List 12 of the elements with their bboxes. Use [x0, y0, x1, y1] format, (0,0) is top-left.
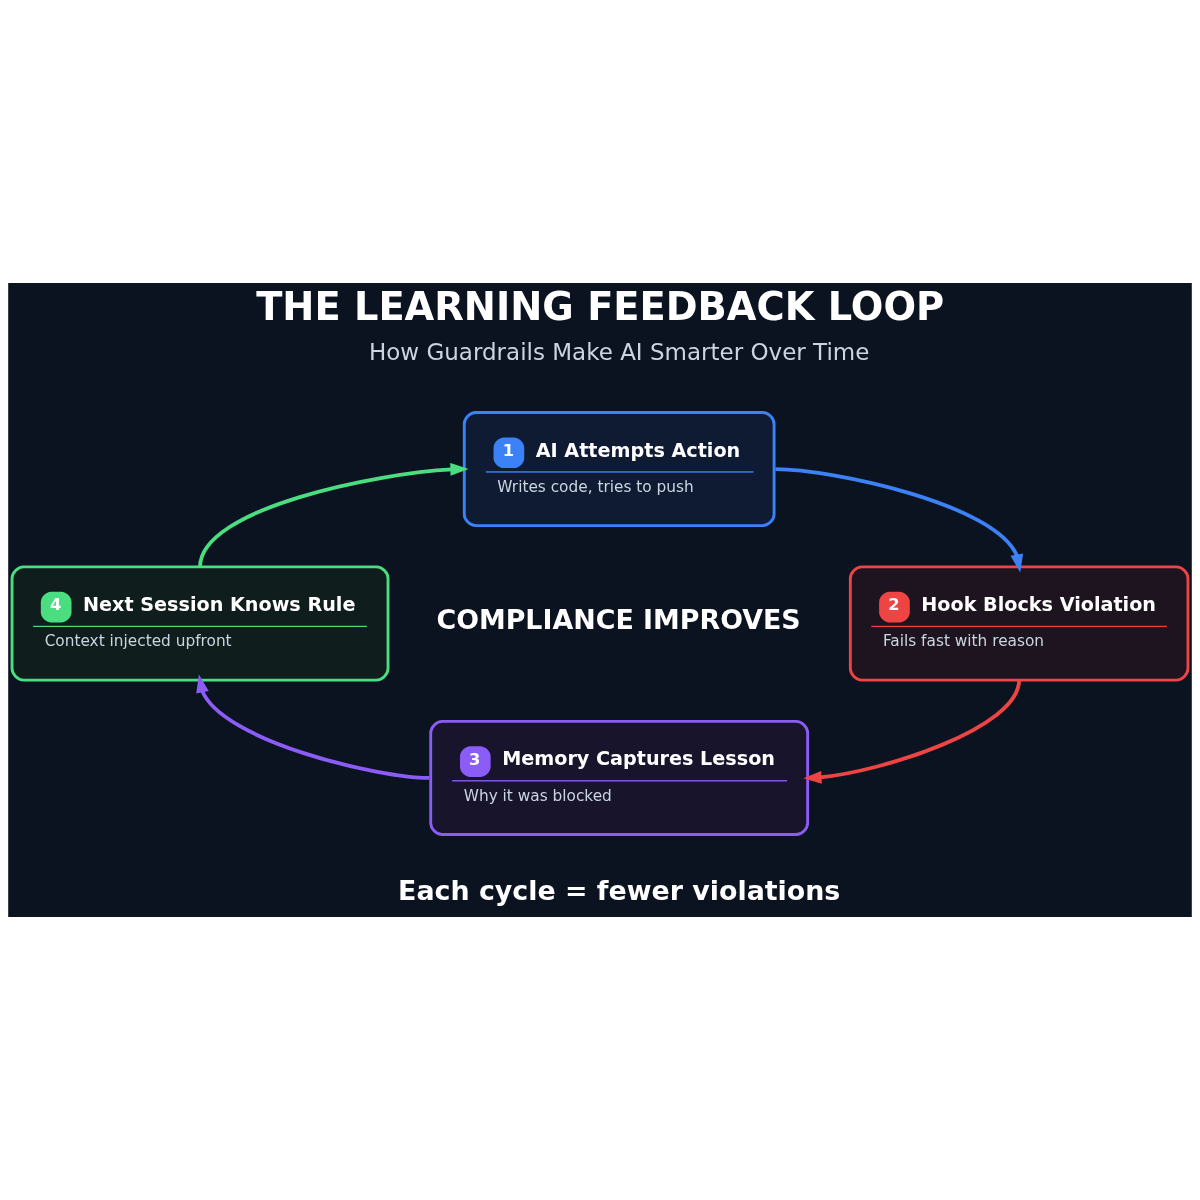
- node-box: 3 Memory Captures Lesson Why it was blocked: [429, 719, 810, 836]
- arrow: [196, 674, 430, 780]
- label: How Guardrails Make AI Smarter Over Time: [368, 338, 870, 365]
- arrow: [775, 467, 1024, 573]
- caption: Each cycle = fewer violations: [398, 875, 841, 907]
- node-box: 4 Next Session Knows Rule Context injected upfront: [10, 565, 390, 682]
- label: COMPLIANCE IMPROVES: [436, 604, 801, 636]
- arrow: [803, 679, 1022, 784]
- node-box: 2 Hook Blocks Violation Fails fast with reason: [848, 565, 1190, 682]
- node-box: 1 AI Attempts Action Writes code, tries to push: [462, 411, 776, 528]
- diagram-title: THE LEARNING FEEDBACK LOOP: [256, 284, 945, 330]
- arrow: [198, 463, 469, 568]
